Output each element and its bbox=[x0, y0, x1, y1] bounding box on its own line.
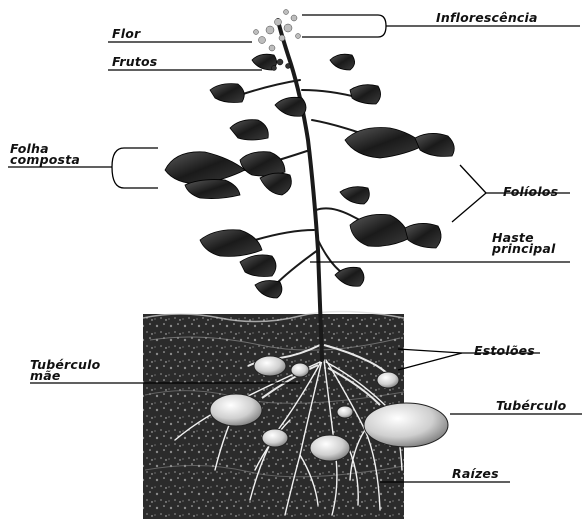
label-flor: Flor bbox=[112, 28, 140, 39]
label-frutos: Frutos bbox=[112, 56, 157, 67]
label-inflorescencia: Inflorescência bbox=[436, 12, 538, 23]
label-raizes: Raízes bbox=[452, 468, 499, 479]
label-tuberculo-mae: Tubérculo mãe bbox=[30, 359, 100, 381]
inflorescence-flowers bbox=[254, 10, 301, 52]
label-foliolos: Folíolos bbox=[503, 186, 558, 197]
label-haste-principal: Haste principal bbox=[492, 232, 555, 254]
label-tuberculo: Tubérculo bbox=[496, 400, 566, 411]
label-folha-composta: Folha composta bbox=[10, 143, 80, 165]
label-estoloes: Estolões bbox=[474, 345, 535, 356]
soil-block bbox=[143, 311, 404, 519]
